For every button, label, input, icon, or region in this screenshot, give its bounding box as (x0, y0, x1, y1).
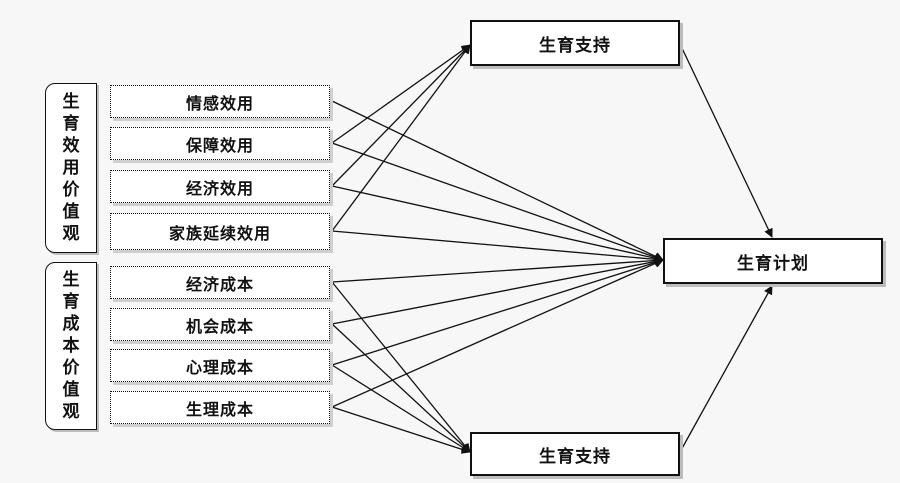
edge-economic_cost-to-support-bottom (331, 281, 471, 453)
group-cost-label: 生育成本价值观 (62, 270, 80, 422)
edge-family-to-support-top (331, 44, 471, 232)
node-fertility-plan: 生育计划 (663, 238, 883, 284)
edge-psychological-to-plan (331, 258, 664, 366)
node-family-continuation-utility: 家族延续效用 (110, 213, 330, 250)
edge-support-bottom-to-plan (679, 285, 773, 453)
node-support-bottom: 生育支持 (470, 432, 680, 476)
group-cost-values: 生育成本价值观 (45, 262, 97, 430)
edge-economic_utility-to-support-top (331, 44, 471, 187)
edge-physiological-to-plan (331, 259, 664, 408)
edge-economic_utility-to-plan (331, 185, 664, 263)
edge-psychological-to-support-bottom (331, 364, 471, 453)
edge-opportunity-to-plan (331, 257, 664, 325)
node-security-utility: 保障效用 (110, 127, 330, 160)
edge-economic_cost-to-plan (331, 256, 664, 283)
node-physiological-cost: 生理成本 (110, 391, 330, 424)
node-emotional-utility: 情感效用 (110, 85, 330, 118)
edge-emotional-to-plan (331, 100, 664, 261)
group-utility-values: 生育效用价值观 (45, 83, 97, 253)
edge-physiological-to-support-bottom (331, 406, 471, 454)
edge-security-to-plan (331, 142, 664, 262)
node-support-top: 生育支持 (470, 20, 680, 66)
edge-opportunity-to-support-bottom (331, 323, 471, 453)
group-utility-label: 生育效用价值观 (62, 92, 80, 244)
node-economic-cost: 经济成本 (110, 266, 330, 299)
edge-family-to-plan (331, 230, 664, 264)
edge-security-to-support-top (331, 44, 471, 144)
edge-support-top-to-plan (679, 43, 773, 238)
node-opportunity-cost: 机会成本 (110, 308, 330, 341)
node-psychological-cost: 心理成本 (110, 349, 330, 382)
node-economic-utility: 经济效用 (110, 170, 330, 203)
